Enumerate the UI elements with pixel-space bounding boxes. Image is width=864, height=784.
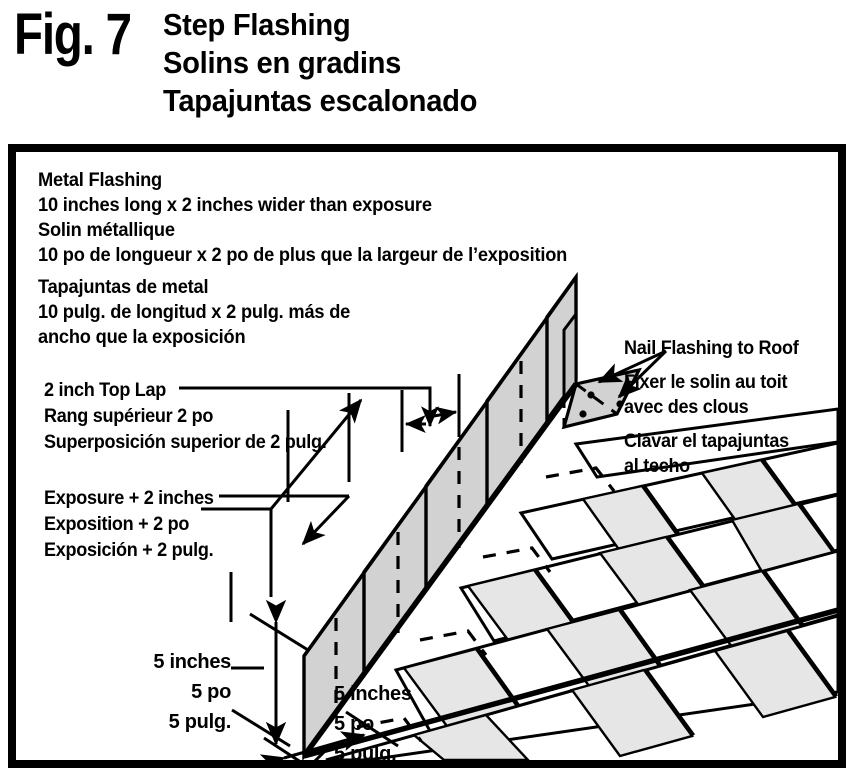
figure-number: Fig. 7 <box>14 2 132 67</box>
top-lap-en: 2 inch Top Lap <box>44 380 167 401</box>
figure-title-block: Fig. 7 Step Flashing Solins en gradins T… <box>0 0 864 140</box>
dim-eave-run <box>259 710 399 760</box>
exposure-callout: Exposure + 2 inches Exposition + 2 po Ex… <box>44 486 223 564</box>
spec-en-line-2: 10 inches long x 2 inches wider than exp… <box>38 195 432 216</box>
spec-fr-line-1: Solin métallique <box>38 220 175 241</box>
step-flashing-illustration <box>179 271 838 760</box>
nail-spacer-2 <box>624 420 808 429</box>
top-lap-fr: Rang supérieur 2 po <box>44 406 214 427</box>
spec-es-line-3: ancho que la exposición <box>38 327 246 348</box>
step-flashing-assembly <box>301 271 838 760</box>
dim-exposure-ticks <box>229 410 290 622</box>
flashing-top-edge <box>302 276 578 657</box>
spec-es-line-2: 10 pulg. de longitud x 2 pulg. más de <box>38 302 351 323</box>
nail-fr-line-1: Fixer le solin au toit <box>624 372 788 393</box>
exposure-fr: Exposition + 2 po <box>44 514 190 535</box>
width-dim-en: 5 inches <box>334 683 412 705</box>
exposure-en: Exposure + 2 inches <box>44 488 214 509</box>
flashing-panel-2 <box>362 478 430 679</box>
width-dim-es: 5 pulg. <box>334 743 397 765</box>
figure-title-es: Tapajuntas escalonado <box>163 83 478 118</box>
nail-flashing-callout: Nail Flashing to Roof Fixer le solin au … <box>624 336 808 479</box>
nail-dot <box>587 391 595 399</box>
dim-wall-height <box>231 599 309 748</box>
spec-fr-line-2: 10 po de longueur x 2 po de plus que la … <box>38 245 568 266</box>
height-dim-en: 5 inches <box>153 651 231 673</box>
width-dimension-label: 5 inches 5 po 5 pulg. <box>334 679 412 769</box>
nail-en: Nail Flashing to Roof <box>624 338 799 359</box>
nail-fr-line-2: avec des clous <box>624 397 749 418</box>
leader-exposure <box>219 494 351 546</box>
exposure-es: Exposición + 2 pulg. <box>44 540 214 561</box>
hidden-flashing-under-shingles <box>356 466 616 742</box>
top-lap-es: Superposición superior de 2 pulg. <box>44 432 327 453</box>
flashing-top-hidden-edges <box>562 330 618 427</box>
spec-en-line-1: Metal Flashing <box>38 170 163 191</box>
leader-nail-arrows <box>597 349 668 399</box>
leader-top-lap <box>179 386 439 428</box>
dim-top-lap <box>400 374 461 452</box>
flashing-hidden-lap-lines <box>334 361 523 718</box>
nail-spacer-1 <box>624 361 808 370</box>
roof-eave-edge <box>303 607 838 759</box>
nail-es-line-2: al techo <box>624 456 690 477</box>
spec-es-line-1: Tapajuntas de metal <box>38 277 209 298</box>
top-lap-callout: 2 inch Top Lap Rang supérieur 2 po Super… <box>44 378 341 456</box>
width-dim-fr: 5 po <box>334 713 374 735</box>
shingle-course-strip-1 <box>573 407 838 479</box>
figure-title-fr: Solins en gradins <box>163 45 402 80</box>
figure-title-en: Step Flashing <box>163 7 351 42</box>
spec-spacer <box>38 268 589 275</box>
nail-dot <box>579 410 587 418</box>
wall-base-line <box>301 382 579 758</box>
figure-title-lines: Step Flashing Solins en gradins Tapajunt… <box>163 6 723 120</box>
roof-deck <box>325 407 838 760</box>
diagram-frame: Metal Flashing 10 inches long x 2 inches… <box>8 144 846 768</box>
nail-dot <box>616 400 624 408</box>
shingle-course-5 <box>325 614 838 760</box>
height-dim-fr: 5 po <box>191 681 231 703</box>
dim-exposure <box>201 393 363 597</box>
nail-es-line-1: Clavar el tapajuntas <box>624 431 789 452</box>
metal-flashing-spec-note: Metal Flashing 10 inches long x 2 inches… <box>38 168 589 350</box>
height-dim-es: 5 pulg. <box>168 711 232 733</box>
height-dimension-label: 5 inches 5 po 5 pulg. <box>46 647 231 737</box>
